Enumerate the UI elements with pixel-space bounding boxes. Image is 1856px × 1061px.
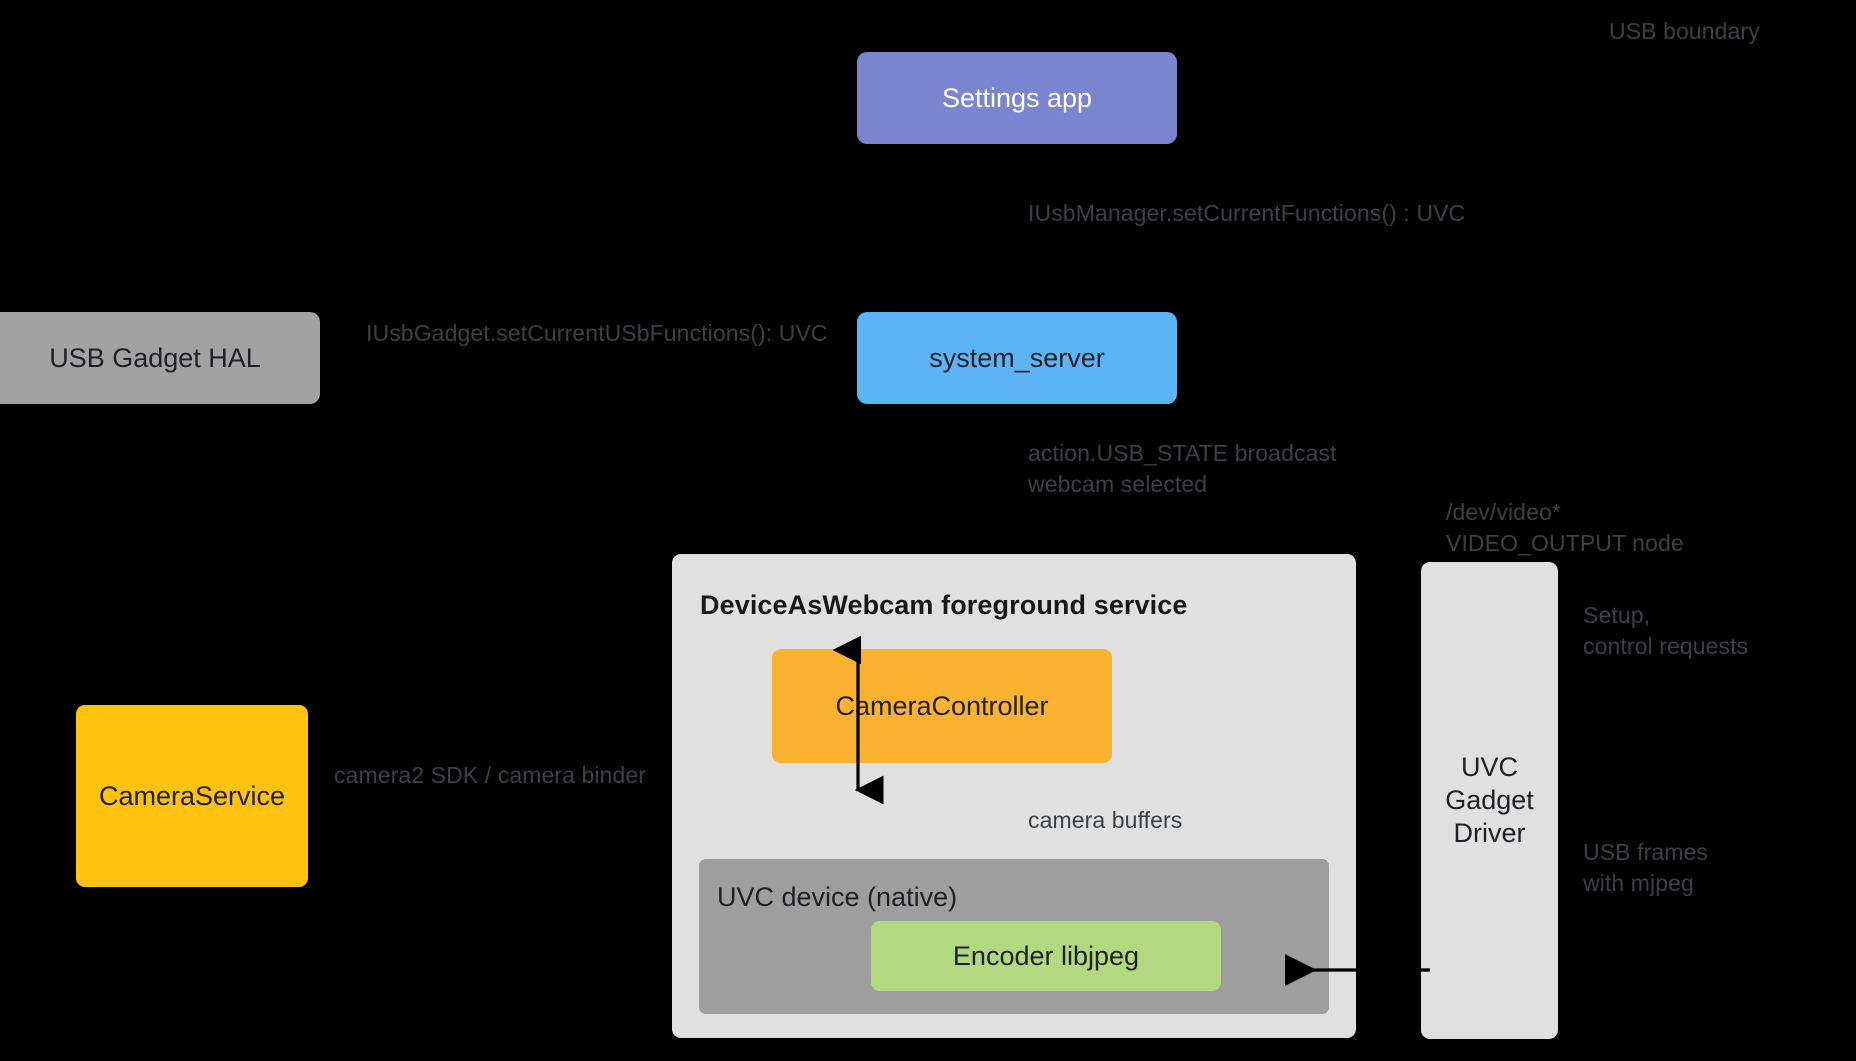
annotation-camera2-sdk-binder: camera2 SDK / camera binder [334, 762, 647, 788]
annotation-camera-buffers: camera buffers [1028, 807, 1183, 833]
annotation-setup-control-requests: Setup, control requests [1583, 602, 1749, 660]
annotation-iusbgadget-setcurrentusbfunctions: IUsbGadget.setCurrentUSbFunctions(): UVC [366, 320, 828, 346]
node-deviceaswebcam-foreground-service[interactable]: DeviceAsWebcam foreground service Camera… [672, 554, 1356, 1038]
uvc-device-title: UVC device (native) [717, 882, 958, 912]
annotation-iusbmanager-setcurrentfunctions: IUsbManager.setCurrentFunctions() : UVC [1028, 200, 1466, 226]
node-encoder-libjpeg[interactable]: Encoder libjpeg [871, 921, 1221, 991]
node-settings-app[interactable]: Settings app [857, 52, 1177, 144]
annotation-usb-frames-mjpeg: USB frames with mjpeg [1583, 839, 1708, 897]
node-uvc-gadget-driver[interactable]: UVC Gadget Driver [1421, 562, 1558, 1039]
node-uvc-device-native[interactable]: UVC device (native) Encoder libjpeg [699, 859, 1329, 1014]
node-camera-controller[interactable]: CameraController [772, 649, 1112, 763]
node-camera-service[interactable]: CameraService [76, 705, 308, 887]
deviceaswebcam-service-title: DeviceAsWebcam foreground service [700, 590, 1188, 620]
annotation-usb-boundary: USB boundary [1609, 18, 1760, 44]
annotation-usb-state-broadcast: action.USB_STATE broadcast webcam select… [1028, 440, 1337, 498]
node-system-server[interactable]: system_server [857, 312, 1177, 404]
node-usb-gadget-hal[interactable]: USB Gadget HAL [0, 312, 320, 404]
annotation-dev-video-node: /dev/video* VIDEO_OUTPUT node [1446, 499, 1684, 557]
